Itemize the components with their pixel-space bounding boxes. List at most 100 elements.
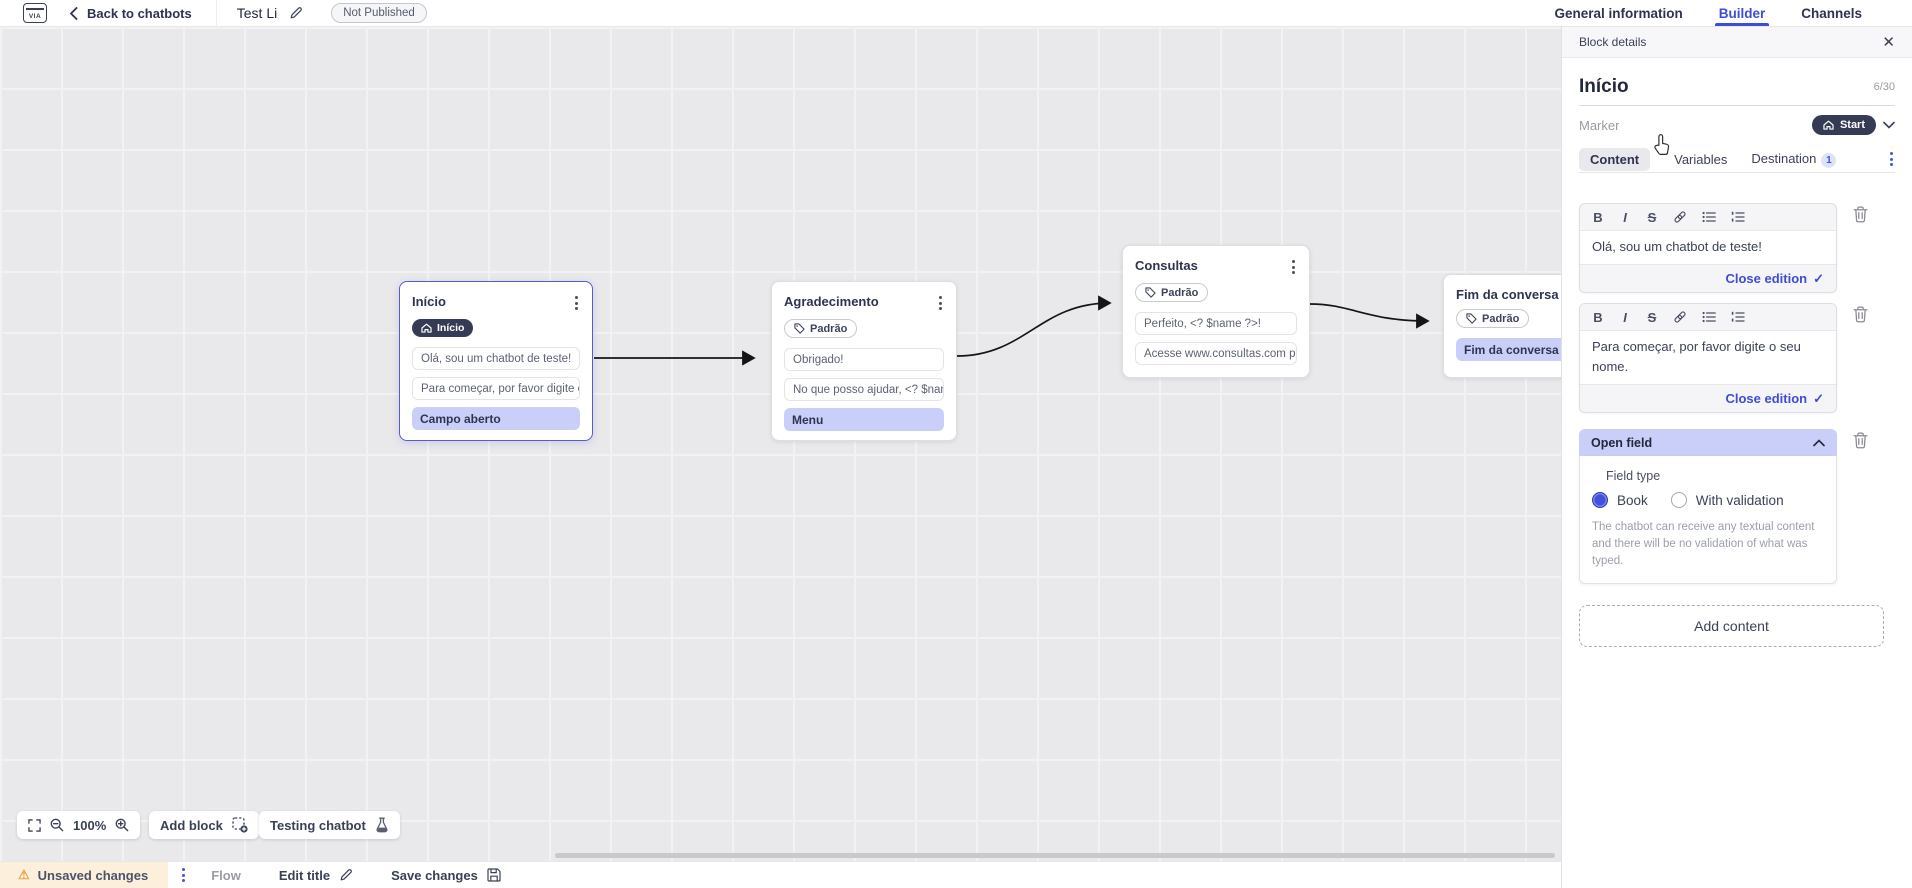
link-icon[interactable] [1673, 210, 1687, 224]
block-title: Início [412, 294, 446, 309]
topbar-divider [215, 0, 217, 27]
field-type-options: Book With validation [1592, 492, 1824, 509]
bold-icon[interactable]: B [1593, 209, 1603, 225]
editor-text[interactable]: Para começar, por favor digite o seu nom… [1592, 339, 1801, 375]
default-marker-badge: Padrão [1456, 309, 1530, 328]
flow-block-agradecimento[interactable]: Agradecimento Padrão Obrigado! No que po… [771, 281, 957, 441]
unsaved-changes-status: ⚠ Unsaved changes [0, 862, 169, 888]
strikethrough-icon[interactable]: S [1647, 309, 1657, 325]
zoom-out-icon[interactable] [50, 818, 64, 832]
text-editor-card[interactable]: B I S Olá, sou um chatbot de teste! Clos… [1579, 203, 1837, 294]
text-editor-card[interactable]: B I S Para começar, por favor digite o s… [1579, 303, 1837, 414]
flow-canvas[interactable]: Início Início Olá, sou um chatbot de tes… [0, 27, 1561, 861]
marker-select[interactable]: Start [1811, 115, 1895, 135]
italic-icon[interactable]: I [1623, 309, 1627, 325]
panel-tab-variables[interactable]: Variables [1674, 151, 1728, 167]
block-items: Obrigado! No que posso ajudar, <? $name … [784, 348, 944, 431]
block-menu-icon[interactable] [937, 294, 944, 312]
tab-builder[interactable]: Builder [1714, 0, 1769, 26]
save-changes-button[interactable]: Save changes [391, 868, 501, 883]
bold-icon[interactable]: B [1593, 309, 1603, 325]
block-action-item[interactable]: Campo aberto [412, 407, 580, 430]
open-field-title: Open field [1591, 435, 1653, 450]
badge-label: Padrão [810, 322, 848, 335]
strikethrough-icon[interactable]: S [1647, 209, 1657, 225]
testing-chatbot-button[interactable]: Testing chatbot [259, 811, 400, 839]
block-message-item[interactable]: No que posso ajudar, <? $name ... [784, 378, 944, 401]
pencil-icon [340, 869, 353, 881]
close-edition-label: Close edition [1725, 271, 1808, 287]
badge-label: Início [437, 322, 465, 334]
numbered-list-icon[interactable] [1731, 311, 1745, 323]
trash-icon [1853, 306, 1868, 323]
back-to-chatbots-button[interactable]: Back to chatbots [69, 6, 192, 21]
radio-with-validation[interactable] [1670, 492, 1687, 509]
marker-label: Marker [1579, 117, 1620, 133]
add-block-label: Add block [160, 817, 223, 833]
italic-icon[interactable]: I [1623, 209, 1627, 225]
zoom-toolbar: 100% [17, 811, 141, 839]
close-icon[interactable]: ✕ [1882, 33, 1895, 51]
marker-value: Start [1839, 119, 1865, 131]
flow-label[interactable]: Flow [211, 867, 241, 883]
close-edition-button[interactable]: Close edition ✓ [1580, 264, 1836, 293]
app-logo-text: VIA [28, 13, 42, 20]
delete-content-button[interactable] [1853, 432, 1868, 449]
radio-book[interactable] [1592, 492, 1608, 509]
flow-block-fim-da-conversa[interactable]: Fim da conversa Padrão Fim da conversa [1443, 274, 1561, 378]
delete-content-button[interactable] [1853, 206, 1868, 223]
block-menu-icon[interactable] [1290, 258, 1297, 276]
tab-channels[interactable]: Channels [1801, 5, 1862, 21]
editor-text[interactable]: Olá, sou um chatbot de teste! [1592, 239, 1762, 254]
block-badge-row: Padrão [1135, 283, 1297, 303]
close-edition-button[interactable]: Close edition ✓ [1580, 384, 1836, 413]
panel-menu-icon[interactable] [1888, 150, 1895, 168]
block-header: Fim da conversa [1456, 287, 1561, 302]
link-icon[interactable] [1673, 310, 1687, 324]
panel-header-title: Block details [1579, 35, 1647, 49]
warning-icon: ⚠ [18, 867, 30, 882]
tab-general-information[interactable]: General information [1554, 5, 1683, 21]
block-menu-icon[interactable] [573, 294, 580, 312]
content-row: Open field Field type Book With validati… [1579, 429, 1895, 585]
flow-block-consultas[interactable]: Consultas Padrão Perfeito, <? $name ?>! … [1122, 245, 1310, 378]
block-action-item[interactable]: Menu [784, 408, 944, 431]
bottom-status-bar: ⚠ Unsaved changes Flow Edit title Save c… [0, 861, 1561, 888]
block-message-item[interactable]: Para começar, por favor digite o ... [412, 377, 580, 400]
statusbar-menu-icon[interactable] [180, 866, 187, 884]
add-block-button[interactable]: Add block [149, 811, 259, 839]
panel-tab-content[interactable]: Content [1579, 147, 1651, 171]
flow-block-inicio[interactable]: Início Início Olá, sou um chatbot de tes… [399, 281, 593, 441]
add-content-button[interactable]: Add content [1579, 605, 1884, 648]
block-message-item[interactable]: Acesse www.consultas.com par... [1135, 342, 1297, 365]
block-message-item[interactable]: Perfeito, <? $name ?>! [1135, 312, 1297, 335]
block-message-item[interactable]: Olá, sou um chatbot de teste! [412, 347, 580, 370]
tag-icon [1145, 287, 1156, 298]
block-name-input[interactable]: Início [1579, 76, 1629, 97]
connector-consultas-fim [1309, 303, 1430, 329]
numbered-list-icon[interactable] [1731, 211, 1745, 223]
delete-content-button[interactable] [1853, 306, 1868, 323]
block-details-panel: Block details ✕ Início 6/30 Marker Start [1561, 27, 1912, 888]
content-list: B I S Olá, sou um chatbot de teste! Clos… [1579, 203, 1895, 648]
edit-title-button[interactable]: Edit title [279, 868, 353, 883]
save-changes-label: Save changes [391, 867, 478, 883]
fullscreen-icon[interactable] [28, 818, 41, 832]
chatbot-title[interactable]: Test Li [236, 5, 278, 21]
block-action-item[interactable]: Fim da conversa [1456, 338, 1561, 361]
flow-connectors [594, 295, 1430, 366]
edit-title-pencil-icon[interactable] [289, 6, 303, 20]
open-field-header[interactable]: Open field [1579, 429, 1837, 457]
block-items: Perfeito, <? $name ?>! Acesse www.consul… [1135, 312, 1297, 365]
bullet-list-icon[interactable] [1702, 211, 1716, 223]
topbar-tabs: General information Builder Channels [1554, 0, 1912, 26]
app-logo-icon[interactable]: VIA [23, 3, 47, 23]
default-marker-badge: Padrão [1135, 283, 1209, 302]
horizontal-scrollbar[interactable] [555, 853, 1555, 858]
bullet-list-icon[interactable] [1702, 311, 1716, 323]
zoom-in-icon[interactable] [115, 818, 129, 832]
block-message-item[interactable]: Obrigado! [784, 348, 944, 371]
